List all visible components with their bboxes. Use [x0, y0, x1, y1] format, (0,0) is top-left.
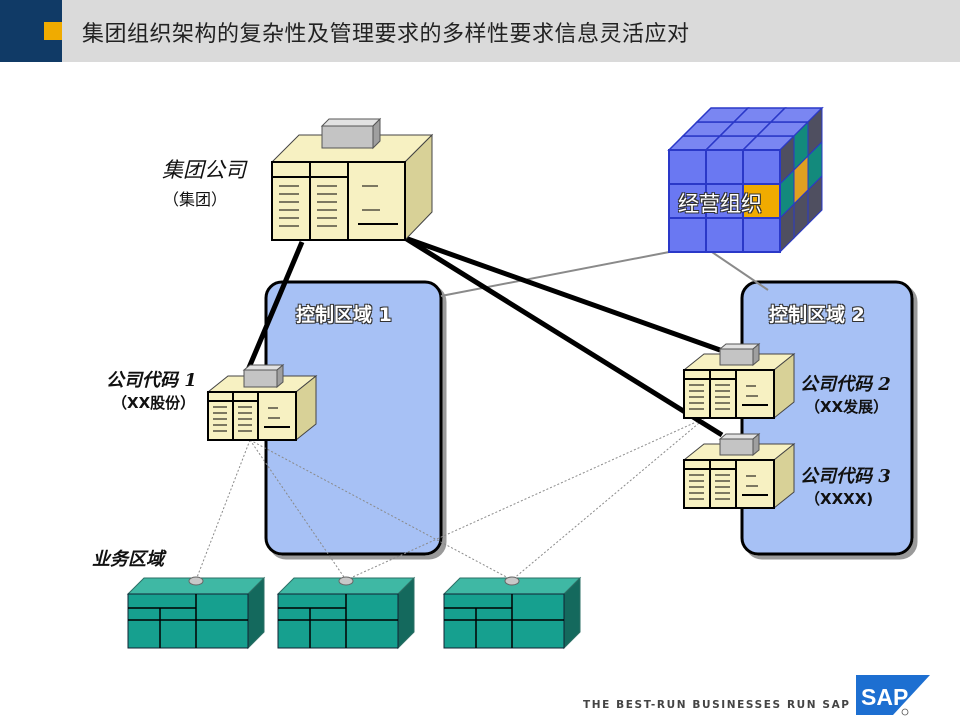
business-area-box-3 — [442, 576, 582, 650]
page-title: 集团组织架构的复杂性及管理要求的多样性要求信息灵活应对 — [82, 22, 690, 47]
group-company-box — [270, 117, 434, 242]
svg-text:SAP: SAP — [861, 684, 908, 710]
company-code-1-box — [206, 363, 318, 442]
company-code-3-sub: （XXXX) — [805, 490, 874, 508]
cube-link-1 — [440, 247, 691, 297]
company-code-2-sub: （XX发展） — [805, 398, 889, 416]
sap-logo: SAP — [856, 675, 930, 716]
business-area-box-2 — [276, 576, 416, 650]
company-code-3-box — [682, 432, 796, 510]
footer-slogan: THE BEST-RUN BUSINESSES RUN SAP — [583, 699, 851, 711]
group-company-sub: （集团） — [163, 190, 228, 209]
group-to-company-links — [245, 235, 724, 438]
company-code-2-box — [682, 342, 796, 420]
business-area-label: 业务区域 — [92, 549, 164, 570]
control-area-1-label: 控制区域 1 — [296, 304, 392, 326]
header-bar: 集团组织架构的复杂性及管理要求的多样性要求信息灵活应对 — [0, 0, 960, 62]
business-area-links — [195, 417, 706, 581]
business-area-box-1 — [126, 576, 266, 650]
company-code-1-name: 公司代码 1 — [106, 370, 197, 391]
cube-link-2 — [705, 247, 769, 291]
control-area-2-label: 控制区域 2 — [769, 304, 865, 326]
company-code-1-sub: （XX股份） — [112, 394, 196, 412]
header-bullet-square — [44, 22, 62, 40]
operating-concern-cube — [667, 106, 824, 254]
company-code-3-name: 公司代码 3 — [800, 466, 891, 487]
group-company-name: 集团公司 — [162, 158, 246, 182]
cube-label: 经营组织 — [678, 192, 762, 216]
company-code-2-name: 公司代码 2 — [800, 374, 891, 395]
